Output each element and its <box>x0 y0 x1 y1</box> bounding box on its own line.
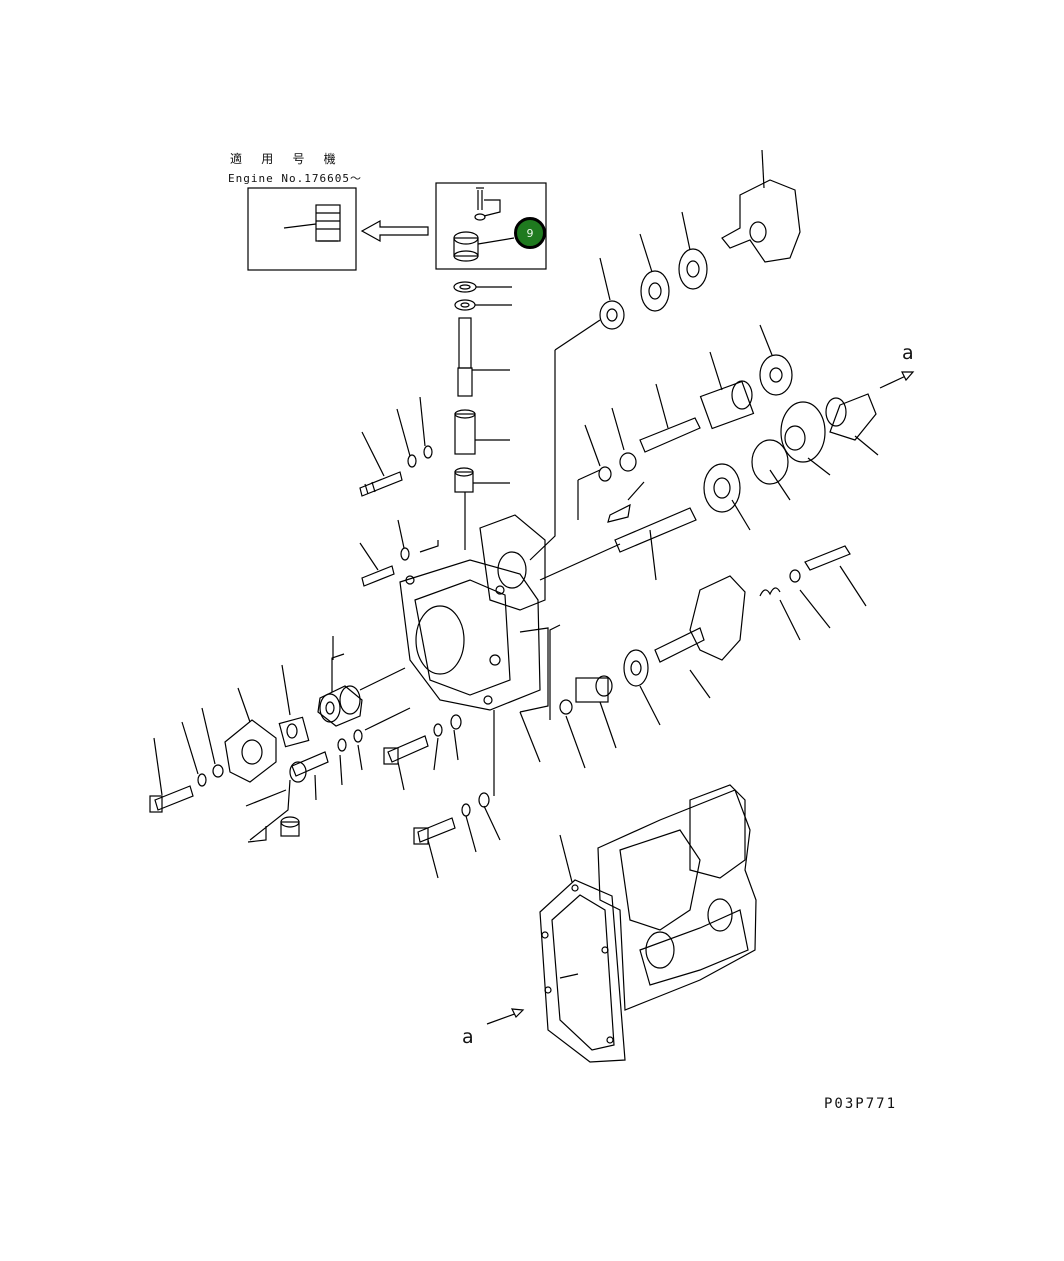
reference-letter-upper: a <box>902 342 914 364</box>
arrow-left-icon <box>360 219 429 243</box>
drive-shaft <box>359 543 621 731</box>
middle-gear-train <box>584 324 879 581</box>
arrow-right-icon <box>486 1008 525 1025</box>
applicable-serial-label: 適 用 号 機 <box>230 152 342 166</box>
callout-number: 9 <box>526 226 534 240</box>
engine-number-label: Engine No.176605～ <box>228 172 362 185</box>
inset-box-current <box>435 182 547 270</box>
upper-left-bolt-group <box>359 396 439 587</box>
lower-center-bolt-group <box>383 710 501 879</box>
reference-letter-lower: a <box>462 1026 474 1048</box>
lower-left-coupling-group <box>149 636 363 843</box>
drawing-code: P03P771 <box>824 1096 898 1112</box>
main-housing <box>399 319 601 713</box>
gasket-and-case <box>539 784 757 1063</box>
part-callout-9[interactable]: 9 <box>514 217 546 249</box>
lower-right-assembly <box>519 545 867 769</box>
inset-box-alternate <box>247 187 357 271</box>
upper-gear-train <box>599 149 801 330</box>
arrow-right-icon <box>879 371 915 389</box>
vertical-shaft-stack <box>453 281 512 550</box>
